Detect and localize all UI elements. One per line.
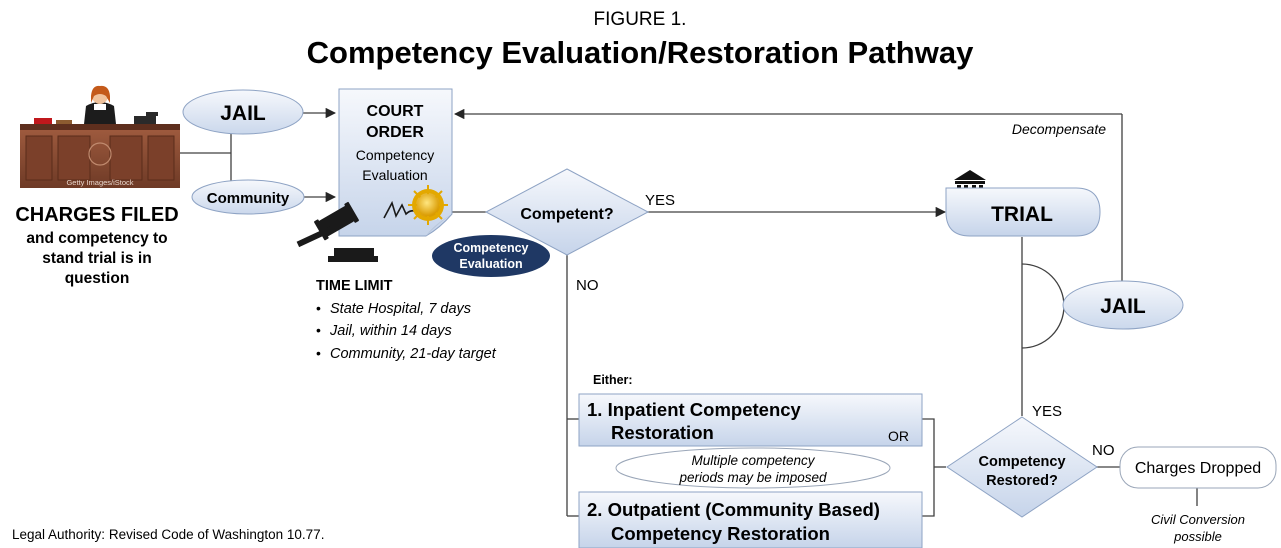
- court-order-line1: COURT: [367, 103, 424, 120]
- competent-label: Competent?: [520, 206, 613, 223]
- gavel-icon: [296, 201, 378, 262]
- outpatient-option-box: 2. Outpatient (Community Based) Competen…: [578, 491, 923, 548]
- time-limit-bullet: •: [316, 345, 321, 361]
- time-limit-bullet: •: [316, 322, 321, 338]
- trial-label: TRIAL: [991, 203, 1053, 226]
- restored-line2: Restored?: [986, 473, 1058, 489]
- charges-filed-line: stand trial is in: [42, 250, 151, 267]
- jail-origin-oval: JAIL: [182, 89, 304, 135]
- community-origin-oval: Community: [191, 179, 305, 215]
- charges-filed-line: and competency to: [26, 230, 167, 247]
- jail-trial-oval: JAIL: [1062, 280, 1184, 330]
- court-order-document: COURT ORDER Competency Evaluation: [338, 88, 453, 237]
- seal-icon: [408, 185, 448, 225]
- multiple-periods-note: Multiple competency periods may be impos…: [615, 447, 891, 489]
- charges-dropped-label: Charges Dropped: [1135, 460, 1261, 477]
- court-order-line3: Competency: [356, 147, 435, 163]
- either-label: Either:: [593, 373, 633, 387]
- judge-desk-illustration: Getty Images/iStock: [20, 85, 180, 188]
- charges-filed-heading: CHARGES FILED: [15, 204, 178, 226]
- jail-trial-label: JAIL: [1100, 295, 1146, 318]
- time-limit-bullet: •: [316, 300, 321, 316]
- civil-conversion-line1: Civil Conversion: [1151, 512, 1245, 527]
- competency-evaluation-badge: Competency Evaluation: [432, 235, 550, 277]
- civil-conversion-line2: possible: [1173, 529, 1222, 544]
- inpatient-option-box: 1. Inpatient Competency Restoration OR: [578, 393, 923, 447]
- decompensate-label: Decompensate: [1012, 121, 1106, 137]
- legal-authority: Legal Authority: Revised Code of Washing…: [12, 527, 324, 542]
- restored-no-label: NO: [1092, 442, 1115, 459]
- time-limit-item: Community, 21-day target: [330, 346, 497, 362]
- time-limit-item: Jail, within 14 days: [329, 323, 452, 339]
- badge-line1: Competency: [453, 241, 528, 255]
- charges-filed-line: question: [65, 270, 130, 287]
- restored-line1: Competency: [978, 454, 1065, 470]
- time-limit-item: State Hospital, 7 days: [330, 301, 471, 317]
- inpatient-line2: Restoration: [611, 422, 714, 443]
- badge-line2: Evaluation: [459, 257, 522, 271]
- restored-decision: Competency Restored?: [946, 416, 1098, 518]
- note-line2: periods may be imposed: [678, 470, 827, 485]
- competent-no-label: NO: [576, 277, 599, 294]
- inpatient-line1: 1. Inpatient Competency: [587, 399, 802, 420]
- court-order-line4: Evaluation: [362, 167, 427, 183]
- outpatient-line1: 2. Outpatient (Community Based): [587, 499, 880, 520]
- or-label: OR: [888, 428, 909, 444]
- restored-yes-label: YES: [1032, 403, 1062, 420]
- image-credit: Getty Images/iStock: [66, 178, 133, 187]
- trial-box: TRIAL: [945, 187, 1101, 237]
- figure-title: Competency Evaluation/Restoration Pathwa…: [307, 35, 974, 70]
- outpatient-line2: Competency Restoration: [611, 523, 830, 544]
- competent-yes-label: YES: [645, 192, 675, 209]
- charges-dropped-box: Charges Dropped: [1119, 446, 1277, 489]
- figure-label: FIGURE 1.: [594, 9, 687, 30]
- time-limit-heading: TIME LIMIT: [316, 278, 393, 294]
- competent-decision: Competent?: [484, 168, 650, 256]
- note-line1: Multiple competency: [691, 453, 815, 468]
- jail-origin-label: JAIL: [220, 102, 266, 125]
- court-order-line2: ORDER: [366, 124, 424, 141]
- community-origin-label: Community: [207, 190, 290, 207]
